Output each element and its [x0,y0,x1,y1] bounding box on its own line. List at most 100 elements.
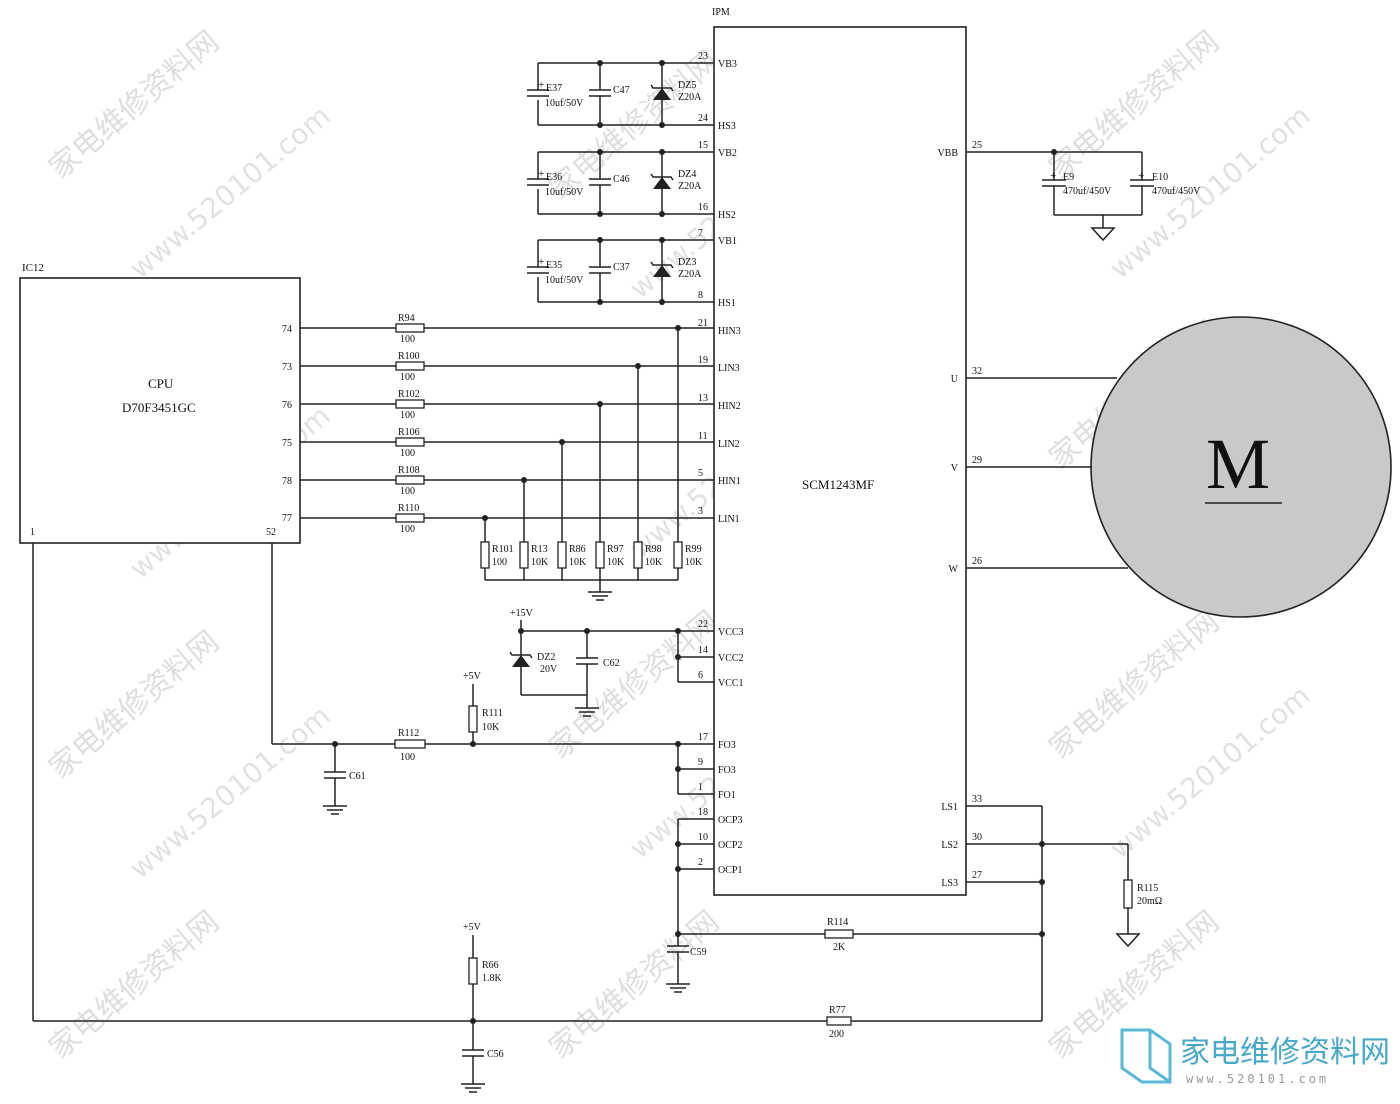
bottom-section: R77 200 +5V R66 1.8K C56 [32,543,1042,1093]
junction [675,841,681,847]
pulldown-resistor [480,541,490,569]
junction [1039,931,1045,937]
plus-mark: + [1050,170,1056,182]
ipm-pin-name: VB1 [718,236,737,247]
res-val: 100 [400,524,415,535]
series-resistor [395,361,425,371]
ipm-pin-name: V [951,463,959,474]
ground-icon [1115,933,1141,948]
ipm-pin-number: 23 [698,51,708,62]
junction [584,628,590,634]
junction [470,741,476,747]
cpu-pin: 1 [30,527,35,538]
ipm-pin-number: 13 [698,393,708,404]
cap-ref: C56 [487,1049,504,1060]
ipm-pin-name: VBB [937,148,958,159]
shunt-section: R115 20mΩ [966,805,1162,1021]
res-ref: R66 [482,960,499,971]
res-ref: R114 [827,917,848,928]
cap-ref: E9 [1063,172,1074,183]
ipm-pin-name: FO1 [718,790,736,801]
ipm-pin-number: 11 [698,431,708,442]
ipm-pin-number: 30 [972,832,982,843]
ipm-block: IPM SCM1243MF [712,7,967,896]
junction [1039,879,1045,885]
cpu-body [19,277,301,544]
vcc-section: +15V DZ2 20V C62 [509,608,714,717]
res-val: 10K [685,557,703,568]
zener-icon [653,88,671,100]
zener-bar [650,261,674,269]
junction [659,211,665,217]
res-ref: R99 [685,544,702,555]
ipm-pin-number: 10 [698,832,708,843]
ocp-section: C59 R114 2K [666,818,1042,993]
ipm-pin-number: 19 [698,355,708,366]
motor: M [1090,316,1392,618]
ipm-pin-number: 7 [698,228,703,239]
watermark-text: 家电维修资料网 [43,904,226,1066]
ipm-left-pins: 23VB324HS315VB216HS27VB18HS121HIN319LIN3… [698,51,744,876]
res-val: 1.8K [482,973,503,984]
zener-val: Z20A [678,92,702,103]
ipm-pin-name: LS2 [941,840,958,851]
watermark-url: www.520101.com [123,99,336,285]
res-ref: R100 [398,351,420,362]
logo-url: www.520101.com [1186,1072,1329,1086]
cpu-pin: 73 [282,362,292,373]
zener-val: Z20A [678,181,702,192]
ipm-pin-name: LS1 [941,802,958,813]
zener-icon [653,265,671,277]
junction [675,866,681,872]
res-ref: R13 [531,544,548,555]
junction [659,60,665,66]
ipm-pin-number: 21 [698,318,708,329]
zener-val: Z20A [678,269,702,280]
motor-label: M [1206,424,1270,504]
cap-ref: C46 [613,174,630,185]
res-val: 20mΩ [1137,896,1162,907]
res-ref: R98 [645,544,662,555]
res-val: 100 [400,752,415,763]
ipm-pin-number: 5 [698,468,703,479]
pulldown-resistor [673,541,683,569]
signal-lines: R94100R100100R102100R106100R108100R11010… [300,313,714,535]
ipm-pin-number: 22 [698,619,708,630]
ipm-pin-name: VCC2 [718,653,744,664]
cap-ref: C61 [349,771,366,782]
zener-ref: DZ3 [678,257,696,268]
plus-mark: + [538,168,544,180]
bottom-rail-label: +5V [463,922,482,933]
res-val: 100 [400,372,415,383]
ipm-pin-number: 1 [698,782,703,793]
cpu-pin: 78 [282,476,292,487]
cpu-block: IC12 CPU D70F3451GC 74 73 76 75 78 77 1 … [19,262,301,544]
junction [675,766,681,772]
ipm-pin-name: HIN3 [718,326,741,337]
bulk-caps: + E9 470uf/450V + E10 470uf/450V [966,149,1201,242]
pulldown-resistor [519,541,529,569]
cpu-part: D70F3451GC [122,400,196,415]
res-ref: R106 [398,427,420,438]
series-resistor [395,475,425,485]
junction [659,122,665,128]
ground-icon [1090,227,1116,242]
ipm-pin-number: 6 [698,670,703,681]
cap-ref: C62 [603,658,620,669]
ipm-pin-name: VB2 [718,148,737,159]
ipm-pin-name: LIN2 [718,439,740,450]
res-ref: R112 [398,728,419,739]
zener-icon [512,655,530,667]
ipm-pin-number: 3 [698,506,703,517]
junction [675,741,681,747]
plus-mark: + [538,256,544,268]
